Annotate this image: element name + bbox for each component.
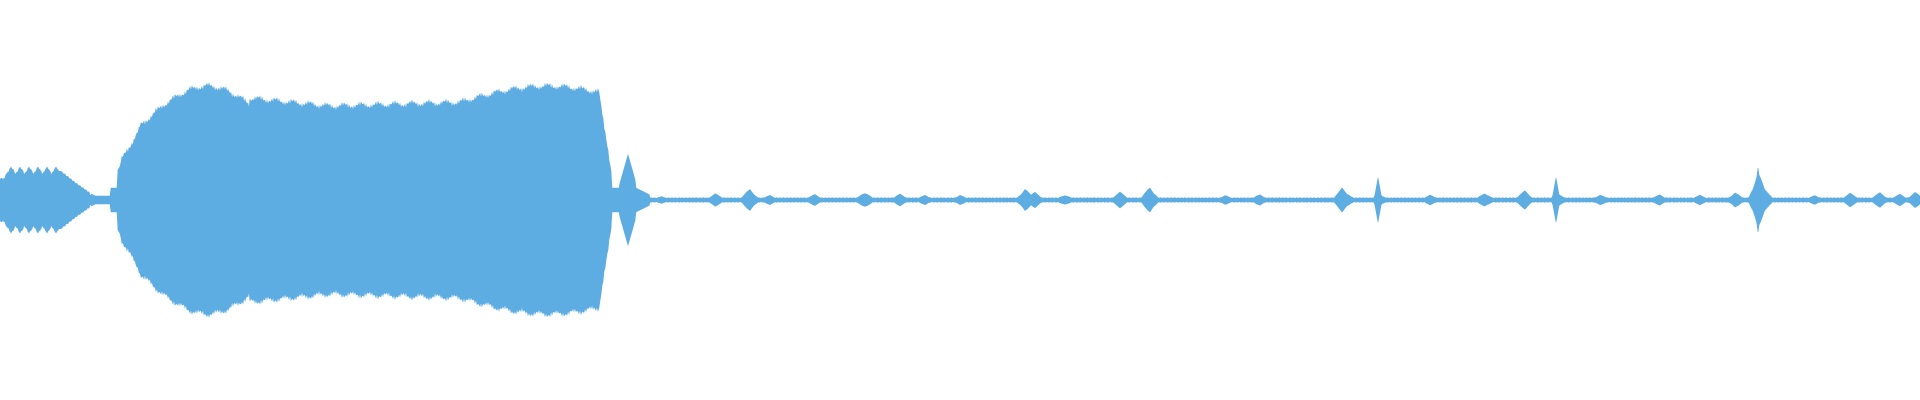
waveform-envelope <box>0 82 1920 318</box>
